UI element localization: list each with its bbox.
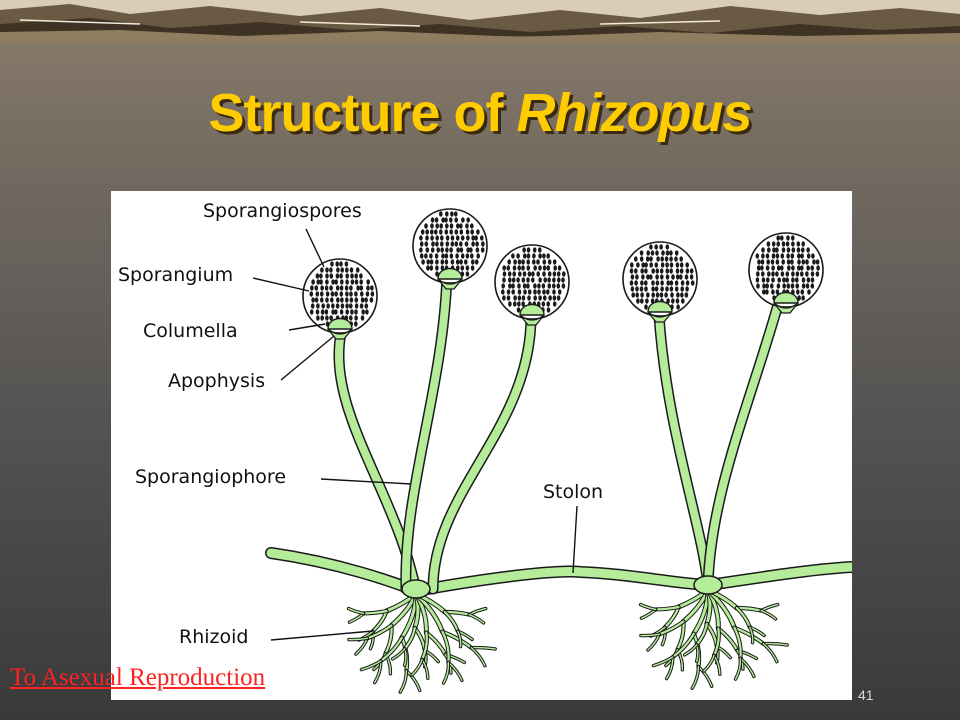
slide-title-prefix: Structure of: [208, 83, 517, 143]
page-number: 41: [858, 687, 874, 703]
apophysis: [437, 278, 463, 290]
leader-stolon: [572, 505, 578, 574]
stolon-node-left: [401, 579, 431, 599]
apophysis: [647, 311, 673, 323]
sporangium-2: [412, 208, 488, 290]
label-sporangiophore: Sporangiophore: [135, 466, 287, 488]
sporangiophore-5: [702, 295, 785, 591]
sporangiophore-4: [653, 310, 714, 591]
label-stolon: Stolon: [543, 481, 604, 503]
leader-sporangiophore: [320, 478, 412, 485]
sporangium-3: [494, 244, 570, 326]
apophysis: [773, 302, 799, 314]
rhizopus-illustration: [252, 208, 852, 694]
sporangium-5: [748, 232, 824, 314]
sporangia-group: [302, 208, 824, 340]
label-sporangium: Sporangium: [118, 264, 234, 286]
label-sporangiospores: Sporangiospores: [203, 200, 362, 222]
rhizopus-diagram: Sporangiospores Sporangium Columella Apo…: [111, 191, 852, 700]
leader-sporangiospores: [305, 228, 325, 268]
label-apophysis: Apophysis: [168, 370, 266, 392]
sporangium-4: [622, 241, 698, 323]
top-banner-decoration: [0, 0, 960, 44]
sporangiophore-3: [427, 313, 537, 595]
slide-title-genus: Rhizopus: [516, 83, 753, 143]
leader-columella: [288, 323, 326, 331]
label-rhizoid: Rhizoid: [179, 626, 249, 648]
sporangiophore-2: [400, 269, 453, 595]
apophysis: [519, 314, 545, 326]
rhizoid-roots: [346, 587, 789, 694]
stolon-node-right: [693, 575, 723, 595]
slide-title: Structure of Rhizopus: [0, 82, 960, 144]
leader-sporangium: [252, 277, 310, 292]
asexual-reproduction-link[interactable]: To Asexual Reproduction: [10, 664, 266, 691]
label-leader-lines: [252, 228, 578, 641]
sporangium-1: [302, 258, 378, 340]
label-columella: Columella: [143, 320, 238, 342]
leader-rhizoid: [270, 630, 374, 641]
stolon-hypha: [265, 547, 852, 597]
leader-apophysis: [280, 335, 335, 381]
hyphae-group: [265, 269, 852, 599]
